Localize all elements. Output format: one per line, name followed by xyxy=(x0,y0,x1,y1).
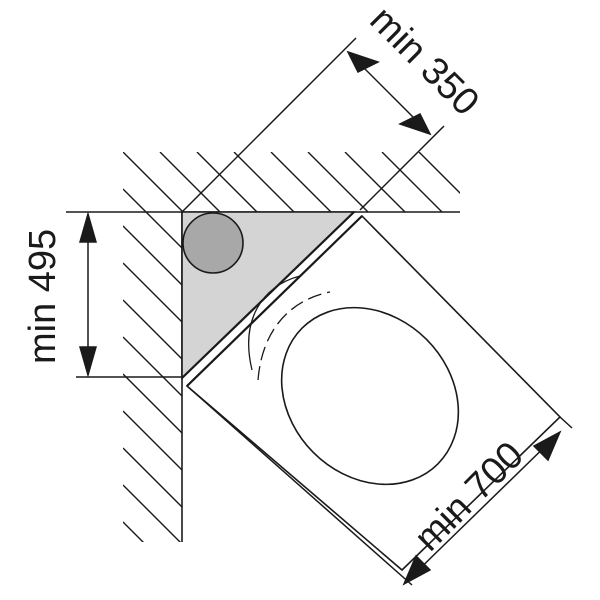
dimension-bottom xyxy=(186,385,573,586)
label-top-dimension: min 350 xyxy=(362,0,487,124)
dimension-left xyxy=(66,211,182,378)
wall-hatching xyxy=(123,152,460,542)
toilet-bowl xyxy=(248,275,460,486)
pipe-circle xyxy=(182,212,244,274)
label-left-dimension: min 495 xyxy=(22,229,64,364)
dimension-top xyxy=(181,37,445,213)
label-bottom-dimension: min 700 xyxy=(407,434,532,559)
toilet-outline xyxy=(185,214,562,572)
